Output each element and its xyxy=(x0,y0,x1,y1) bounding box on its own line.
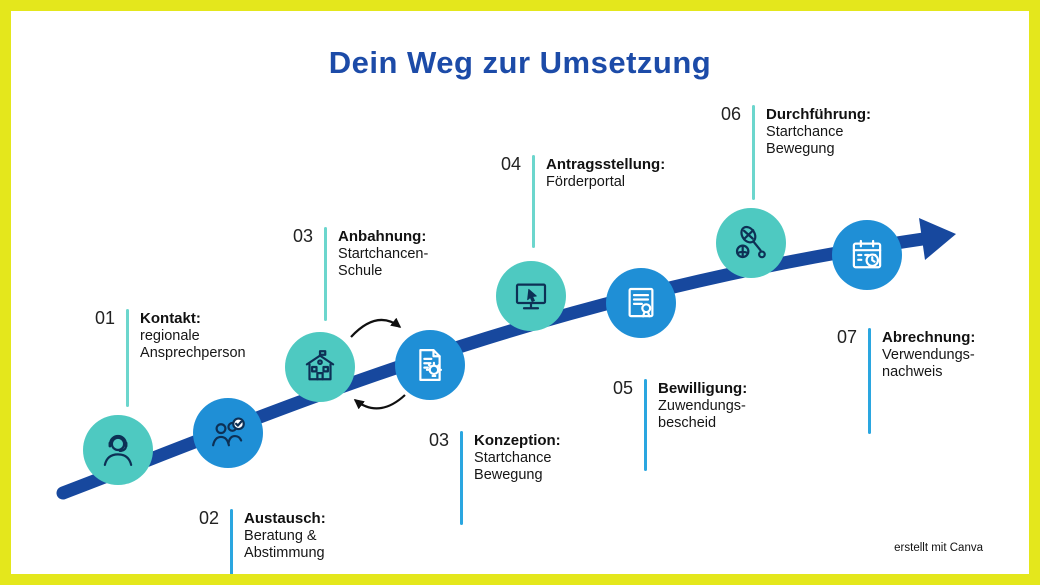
step-body: Verwendungs- nachweis xyxy=(882,347,975,380)
step-number: 03 xyxy=(293,226,314,246)
step-02-austausch: 02 Austausch: Beratung & Abstimmung xyxy=(199,508,326,574)
step-connector-line xyxy=(126,309,130,407)
step-title: Anbahnung: xyxy=(338,228,427,245)
milestone-05-circle xyxy=(606,268,676,338)
step-03-konzeption: 03 Konzeption: Startchance Bewegung xyxy=(429,431,561,525)
step-03-anbahnung: 03 Anbahnung: Startchancen- Schule xyxy=(293,227,428,321)
step-number: 06 xyxy=(721,104,742,124)
step-body: Startchance Bewegung xyxy=(474,450,552,483)
step-01-kontakt: 01 Kontakt: regionale Ansprechperson xyxy=(95,309,246,407)
step-body: Startchance Bewegung xyxy=(766,124,844,157)
step-number: 03 xyxy=(429,430,450,450)
swap-arrow-up-icon xyxy=(350,317,402,338)
step-body: Zuwendungs- bescheid xyxy=(658,398,746,431)
calendar-clock-icon xyxy=(846,234,888,276)
step-number: 02 xyxy=(199,508,220,528)
step-number: 01 xyxy=(95,308,116,328)
step-connector-line xyxy=(868,328,872,434)
step-connector-line xyxy=(644,379,648,471)
milestone-03a-circle xyxy=(285,332,355,402)
milestone-06-circle xyxy=(716,208,786,278)
step-number: 05 xyxy=(613,378,634,398)
milestone-02-circle xyxy=(193,398,263,468)
step-body: Beratung & Abstimmung xyxy=(244,528,325,561)
certificate-seal-icon xyxy=(620,282,662,324)
step-06-durchfuehrung: 06 Durchführung: Startchance Bewegung xyxy=(721,105,871,200)
milestone-03b-circle xyxy=(395,330,465,400)
milestone-07-circle xyxy=(832,220,902,290)
document-idea-icon xyxy=(409,344,451,386)
people-check-icon xyxy=(207,412,249,454)
headset-person-icon xyxy=(97,429,139,471)
step-connector-line xyxy=(460,431,464,525)
sports-equipment-icon xyxy=(730,222,772,264)
step-connector-line xyxy=(532,155,536,248)
journey-arrowhead-icon xyxy=(919,218,956,260)
step-07-abrechnung: 07 Abrechnung: Verwendungs- nachweis xyxy=(837,328,975,434)
step-title: Kontakt: xyxy=(140,310,201,327)
step-body: Förderportal xyxy=(546,174,626,190)
canva-attribution: erstellt mit Canva xyxy=(894,542,983,554)
step-title: Abrechnung: xyxy=(882,329,976,346)
step-connector-line xyxy=(324,227,328,321)
school-building-icon xyxy=(299,346,341,388)
step-title: Antragsstellung: xyxy=(546,156,666,173)
step-body: Startchancen- Schule xyxy=(338,246,429,279)
swap-arrow-down-icon xyxy=(353,394,406,410)
step-body: regionale Ansprechperson xyxy=(140,328,246,361)
step-title: Durchführung: xyxy=(766,106,872,123)
step-connector-line xyxy=(230,509,234,574)
step-05-bewilligung: 05 Bewilligung: Zuwendungs- bescheid xyxy=(613,379,747,471)
step-title: Konzeption: xyxy=(474,432,561,449)
step-title: Austausch: xyxy=(244,510,326,527)
step-04-antragsstellung: 04 Antragsstellung: Förderportal xyxy=(501,155,665,248)
page-title: Dein Weg zur Umsetzung xyxy=(328,45,712,80)
milestone-04-circle xyxy=(496,261,566,331)
step-number: 04 xyxy=(501,154,522,174)
milestone-01-circle xyxy=(83,415,153,485)
step-connector-line xyxy=(752,105,756,200)
step-title: Bewilligung: xyxy=(658,380,748,397)
monitor-cursor-icon xyxy=(510,275,552,317)
step-number: 07 xyxy=(837,327,858,347)
